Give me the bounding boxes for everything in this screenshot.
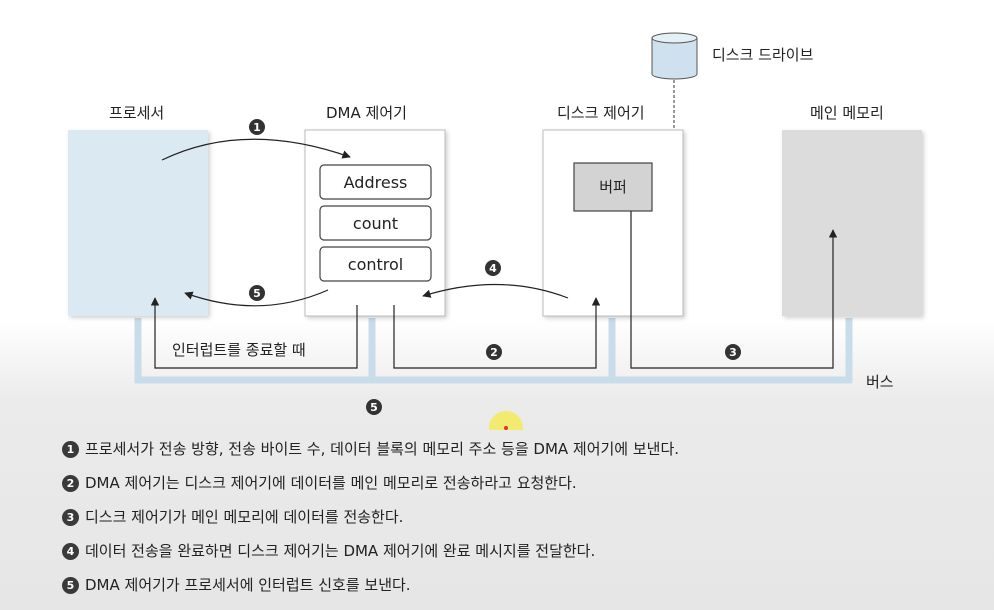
marker-2: 2 (486, 344, 502, 360)
step-text: 디스크 제어기가 메인 메모리에 데이터를 전송한다. (85, 508, 404, 526)
svg-text:5: 5 (253, 287, 261, 300)
dma-diagram: 버스 디스크 드라이브 프로세서 DMA 제어기 디스크 제어기 메인 메모리 … (68, 32, 922, 430)
disk-controller-box (542, 129, 684, 317)
disk-drive-label: 디스크 드라이브 (712, 46, 814, 64)
register-count-label: count (353, 214, 398, 233)
step-number-badge: 2 (62, 474, 79, 492)
register-control (319, 246, 432, 282)
step-item: 5 DMA 제어기가 프로세서에 인터럽트 신호를 보낸다. (62, 572, 962, 598)
dma-controller-label: DMA 제어기 (326, 104, 407, 122)
svg-text:1: 1 (253, 121, 261, 134)
cursor-highlight (489, 411, 523, 430)
arrow-step-1 (161, 138, 351, 161)
marker-1: 1 (249, 119, 265, 135)
step-number-badge: 4 (62, 542, 79, 560)
disk-drive-icon (651, 32, 698, 80)
main-memory-label: 메인 메모리 (810, 104, 884, 122)
register-address (319, 164, 432, 200)
step-item: 2 DMA 제어기는 디스크 제어기에 데이터를 메인 메모리로 전송하라고 요청… (62, 470, 962, 496)
step-text: DMA 제어기가 프로세서에 인터럽트 신호를 보낸다. (85, 576, 411, 594)
marker-4: 4 (485, 260, 501, 276)
arrow-interrupt (150, 297, 358, 369)
marker-5-upper: 5 (249, 285, 265, 301)
arrow-step-5 (184, 289, 329, 307)
processor-box (68, 130, 208, 316)
step-text: 데이터 전송을 완료하면 디스크 제어기는 DMA 제어기에 완료 메시지를 전… (85, 542, 596, 560)
step-text: 프로세서가 전송 방향, 전송 바이트 수, 데이터 블록의 메모리 주소 등을… (85, 440, 680, 458)
bus (134, 318, 853, 384)
svg-text:2: 2 (490, 346, 498, 359)
buffer-box (573, 162, 653, 212)
svg-text:3: 3 (729, 346, 737, 359)
bus-label: 버스 (866, 373, 894, 391)
svg-text:4: 4 (489, 262, 497, 275)
processor-label: 프로세서 (109, 104, 164, 122)
marker-5-lower: 5 (366, 399, 382, 415)
svg-text:5: 5 (370, 401, 378, 414)
arrow-step-4 (422, 283, 569, 299)
main-memory-box (782, 130, 922, 316)
marker-3: 3 (725, 344, 741, 360)
step-item: 3 디스크 제어기가 메인 메모리에 데이터를 전송한다. (62, 504, 962, 530)
step-number-badge: 3 (62, 508, 79, 526)
register-address-label: Address (344, 173, 408, 192)
arrow-step-3 (630, 211, 838, 369)
step-text: DMA 제어기는 디스크 제어기에 데이터를 메인 메모리로 전송하라고 요청한… (85, 474, 577, 492)
step-item: 4 데이터 전송을 완료하면 디스크 제어기는 DMA 제어기에 완료 메시지를 … (62, 538, 962, 564)
step-number-badge: 5 (62, 576, 79, 594)
interrupt-end-label: 인터럽트를 종료할 때 (172, 341, 306, 359)
buffer-label: 버퍼 (599, 178, 627, 196)
register-count (319, 205, 432, 241)
steps-list: 1 프로세서가 전송 방향, 전송 바이트 수, 데이터 블록의 메모리 주소 등… (62, 436, 962, 606)
step-number-badge: 1 (62, 440, 79, 458)
disk-controller-label: 디스크 제어기 (557, 104, 645, 122)
arrow-step-2 (393, 297, 601, 369)
register-control-label: control (348, 255, 403, 274)
step-item: 1 프로세서가 전송 방향, 전송 바이트 수, 데이터 블록의 메모리 주소 등… (62, 436, 962, 462)
